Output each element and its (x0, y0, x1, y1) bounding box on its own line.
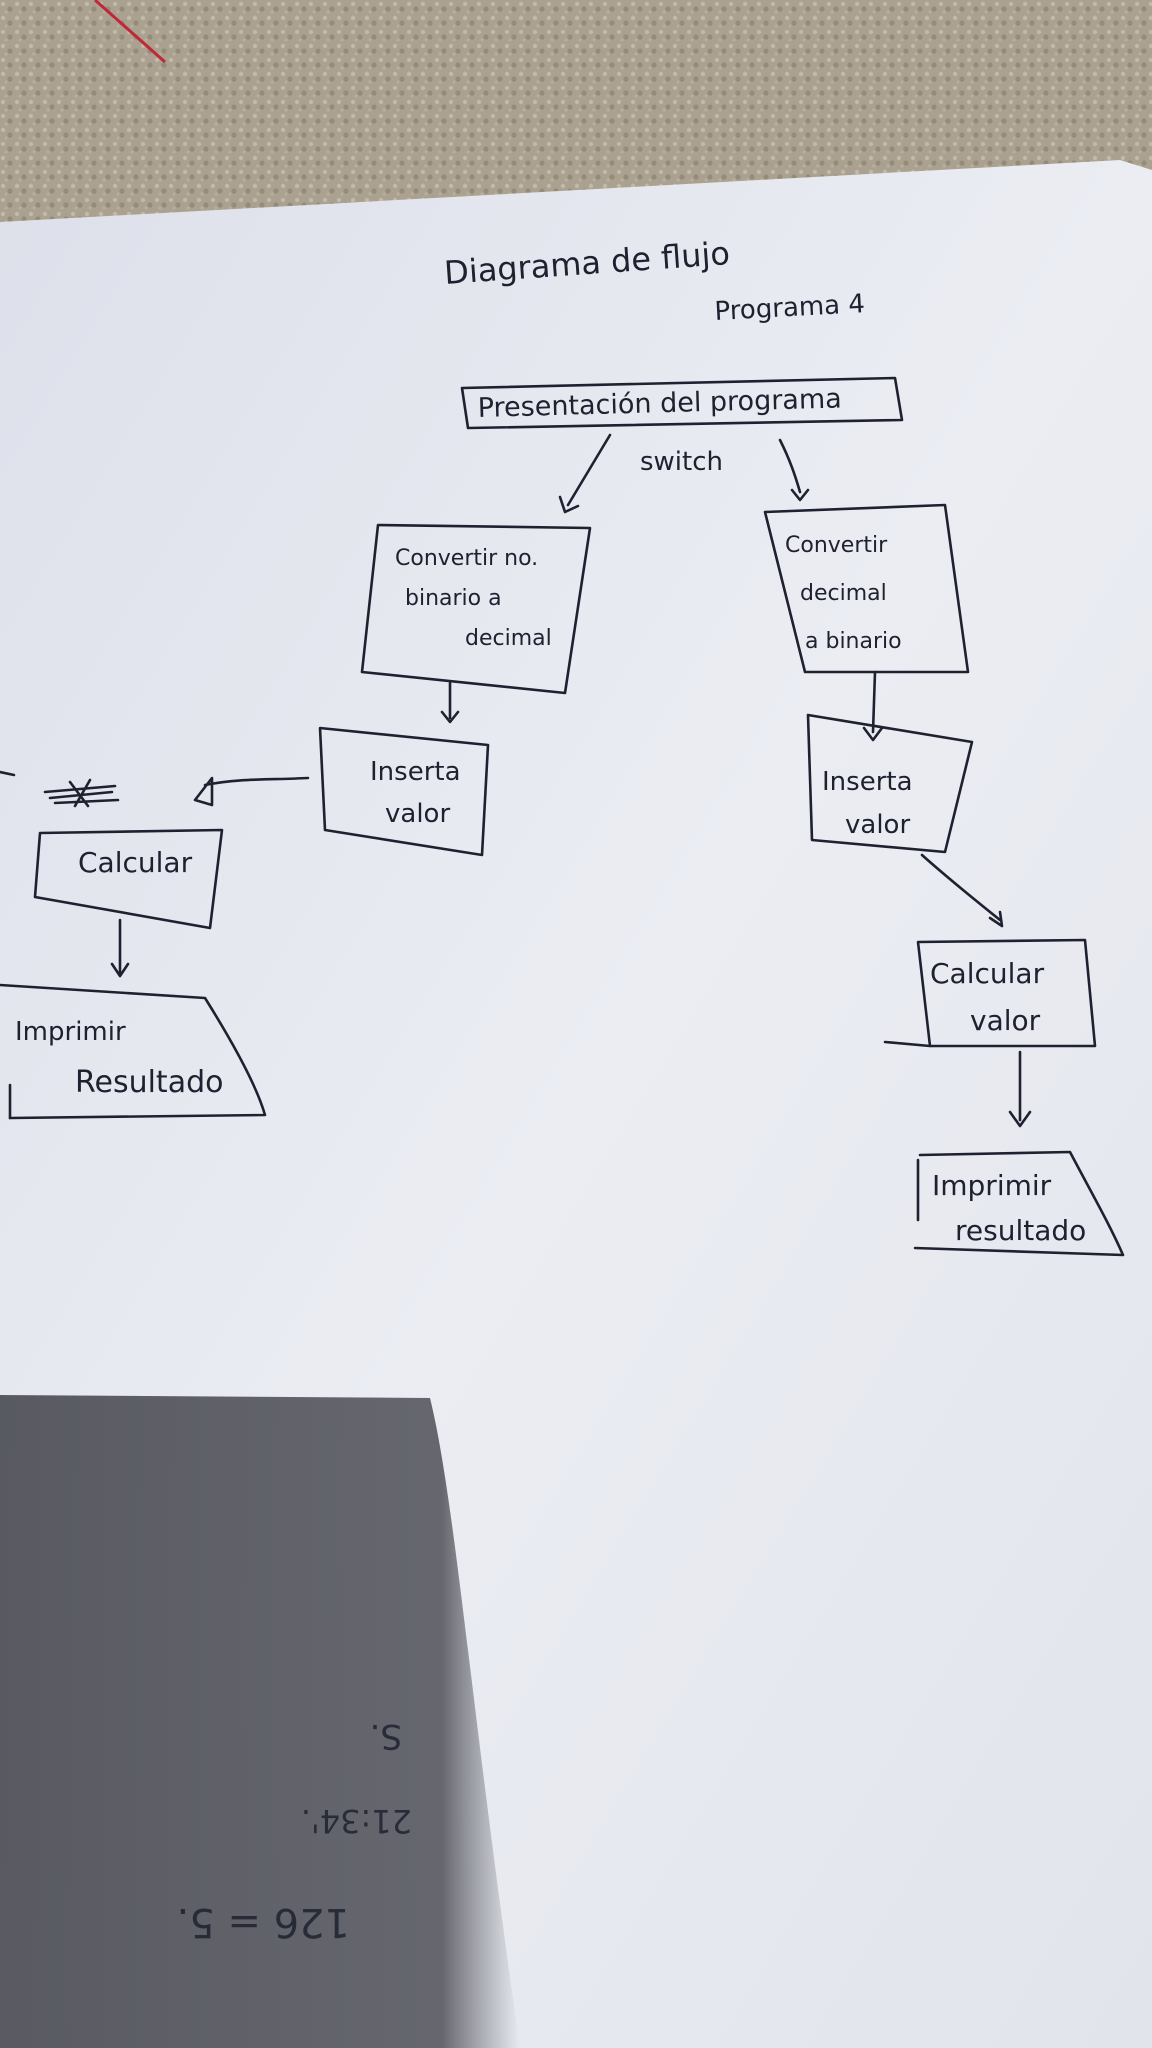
arrow-top-to-left (566, 433, 612, 507)
left-print-line2: Resultado (75, 1065, 223, 1100)
left-convert-line1: Convertir no. (395, 546, 538, 571)
left-insert-line2: valor (385, 799, 450, 829)
scribble-mark (43, 778, 120, 808)
edge-mark (0, 770, 16, 777)
right-convert-line1: Convertir (785, 533, 888, 558)
right-convert-line2: decimal (800, 581, 887, 606)
left-convert-line2: binario a (405, 586, 502, 611)
arrow-right-convert-to-insert (871, 670, 877, 734)
hand-shadow (0, 1395, 520, 2048)
left-convert-line3: decimal (465, 626, 552, 651)
arrowhead-right-insert (862, 726, 884, 742)
arrowhead-left-print (110, 962, 130, 978)
right-print-line1: Imprimir (932, 1169, 1052, 1202)
left-calc-label: Calcular (78, 846, 193, 879)
switch-label: switch (640, 447, 723, 477)
arrowhead-left-insert (440, 710, 460, 724)
right-print-box: Imprimir resultado (913, 1150, 1125, 1257)
arrowhead-right-print (1008, 1110, 1032, 1128)
arrowhead-top-left (558, 495, 580, 514)
right-insert-box: Inserta valor (806, 713, 974, 854)
bleed-through-notes: S. 21:34'. 126 = 5. (177, 1716, 412, 1945)
arrow-right-insert-to-calc (920, 853, 1002, 922)
right-insert-line1: Inserta (822, 767, 913, 797)
right-calc-line2: valor (970, 1004, 1041, 1037)
arrow-top-to-right (778, 438, 802, 494)
arrowhead-right-calc (988, 910, 1004, 928)
arrowhead-top-right (790, 488, 810, 502)
arrow-left-insert-to-calc (203, 776, 310, 787)
bleed-line-3: 126 = 5. (177, 1899, 350, 1945)
right-calc-box: Calcular valor (883, 938, 1097, 1048)
right-convert-box: Convertir decimal a binario (763, 503, 970, 674)
arrowhead-left-calc (193, 776, 214, 807)
right-convert-line3: a binario (805, 629, 902, 654)
left-insert-line1: Inserta (370, 757, 461, 787)
bleed-line-1: S. (370, 1716, 402, 1756)
left-calc-box: Calcular (33, 828, 224, 930)
left-convert-box: Convertir no. binario a decimal (360, 523, 592, 695)
left-print-line1: Imprimir (15, 1017, 126, 1047)
left-print-box: Imprimir Resultado (0, 983, 267, 1120)
right-calc-line1: Calcular (930, 957, 1045, 990)
bleed-line-2: 21:34'. (301, 1802, 412, 1840)
left-insert-box: Inserta valor (318, 726, 490, 857)
right-print-line2: resultado (955, 1214, 1086, 1247)
right-insert-line2: valor (845, 810, 910, 840)
red-thread (94, 0, 166, 64)
